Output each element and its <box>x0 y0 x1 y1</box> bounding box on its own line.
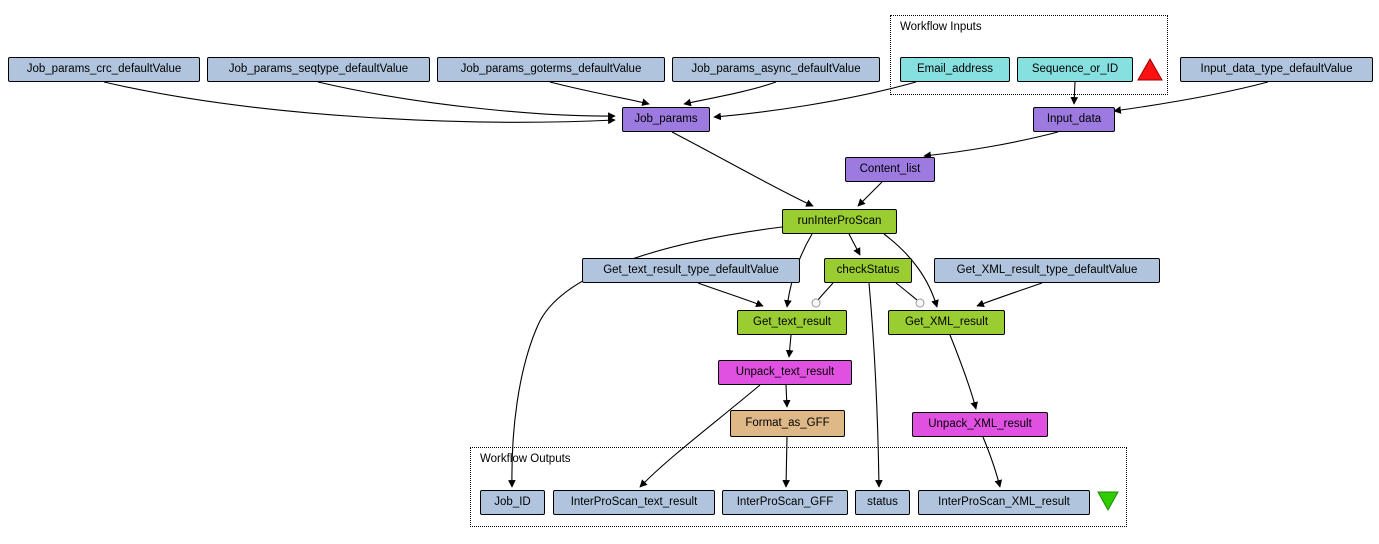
edge-contentlist-to-run <box>857 181 883 207</box>
node-job-params[interactable]: Job_params <box>622 107 710 132</box>
control-link-dot-getxml <box>915 298 925 308</box>
edge-email-to-jobparams <box>713 81 917 121</box>
node-get-xml-result[interactable]: Get_XML_result <box>888 310 1005 335</box>
node-content-list[interactable]: Content_list <box>845 157 935 182</box>
node-unpack-text-result[interactable]: Unpack_text_result <box>718 360 852 385</box>
edge-run-to-jobid <box>508 226 783 488</box>
node-interproscan-text-result-output[interactable]: InterProScan_text_result <box>553 490 715 515</box>
node-job-params-async-defaultvalue[interactable]: Job_params_async_defaultValue <box>672 57 880 82</box>
node-format-as-gff[interactable]: Format_as_GFF <box>730 410 845 437</box>
node-unpack-xml-result[interactable]: Unpack_XML_result <box>912 412 1048 437</box>
edge-run-to-getxml <box>883 233 939 308</box>
node-status-output[interactable]: status <box>855 490 910 515</box>
workflow-input-marker-icon <box>1137 57 1163 81</box>
edge-texttype-to-gettext <box>697 282 764 308</box>
edge-xmltype-to-getxml <box>976 282 1043 308</box>
edge-gettext-to-unpacktext <box>785 334 794 358</box>
node-runinterproscan[interactable]: runInterProScan <box>782 209 897 234</box>
edge-seqtype-to-jobparams <box>317 81 616 120</box>
node-input-data[interactable]: Input_data <box>1033 107 1115 132</box>
node-get-text-result-type-defaultvalue[interactable]: Get_text_result_type_defaultValue <box>582 258 800 283</box>
node-interproscan-gff-output[interactable]: InterProScan_GFF <box>722 490 848 515</box>
edge-inputdata-to-contentlist <box>923 131 1059 160</box>
node-job-params-goterms-defaultvalue[interactable]: Job_params_goterms_defaultValue <box>437 57 665 82</box>
edge-unpacktext-to-format <box>782 384 791 408</box>
node-input-data-type-defaultvalue[interactable]: Input_data_type_defaultValue <box>1180 57 1373 82</box>
node-job-params-seqtype-defaultvalue[interactable]: Job_params_seqtype_defaultValue <box>207 57 430 82</box>
workflow-inputs-label: Workflow Inputs <box>900 21 982 33</box>
node-get-text-result[interactable]: Get_text_result <box>737 310 847 335</box>
edge-getxml-to-unpackxml <box>949 334 978 410</box>
node-get-xml-result-type-defaultvalue[interactable]: Get_XML_result_type_defaultValue <box>934 258 1160 283</box>
edge-unpacktext-to-ipstext <box>639 384 761 488</box>
node-interproscan-xml-result-output[interactable]: InterProScan_XML_result <box>918 490 1090 515</box>
control-link-checkstatus-to-getxml <box>895 282 918 301</box>
edge-unpackxml-to-ipsxml <box>982 436 1003 488</box>
edge-format-to-ipsgff <box>782 436 790 488</box>
edge-crc-to-jobparams <box>103 81 616 125</box>
control-link-checkstatus-to-gettext <box>817 282 834 301</box>
edge-jobparams-to-run <box>671 131 814 207</box>
node-checkstatus[interactable]: checkStatus <box>824 258 912 283</box>
control-link-dot-gettext <box>811 298 821 308</box>
edge-inputtype-to-inputdata <box>1113 81 1269 114</box>
workflow-inputs-group <box>890 15 1168 95</box>
edge-goterms-to-jobparams <box>549 81 650 106</box>
edge-sequence-to-inputdata <box>1070 81 1079 105</box>
workflow-output-marker-icon <box>1097 491 1119 512</box>
workflow-outputs-group <box>470 447 1127 527</box>
node-email-address-input[interactable]: Email_address <box>900 57 1010 82</box>
edge-checkstatus-to-status <box>868 282 883 488</box>
edge-async-to-jobparams <box>683 81 777 107</box>
workflow-outputs-label: Workflow Outputs <box>480 453 571 465</box>
edge-run-to-checkstatus <box>848 233 861 256</box>
node-job-id-output[interactable]: Job_ID <box>480 490 545 515</box>
node-job-params-crc-defaultvalue[interactable]: Job_params_crc_defaultValue <box>8 57 200 82</box>
node-sequence-or-id-input[interactable]: Sequence_or_ID <box>1017 57 1133 82</box>
